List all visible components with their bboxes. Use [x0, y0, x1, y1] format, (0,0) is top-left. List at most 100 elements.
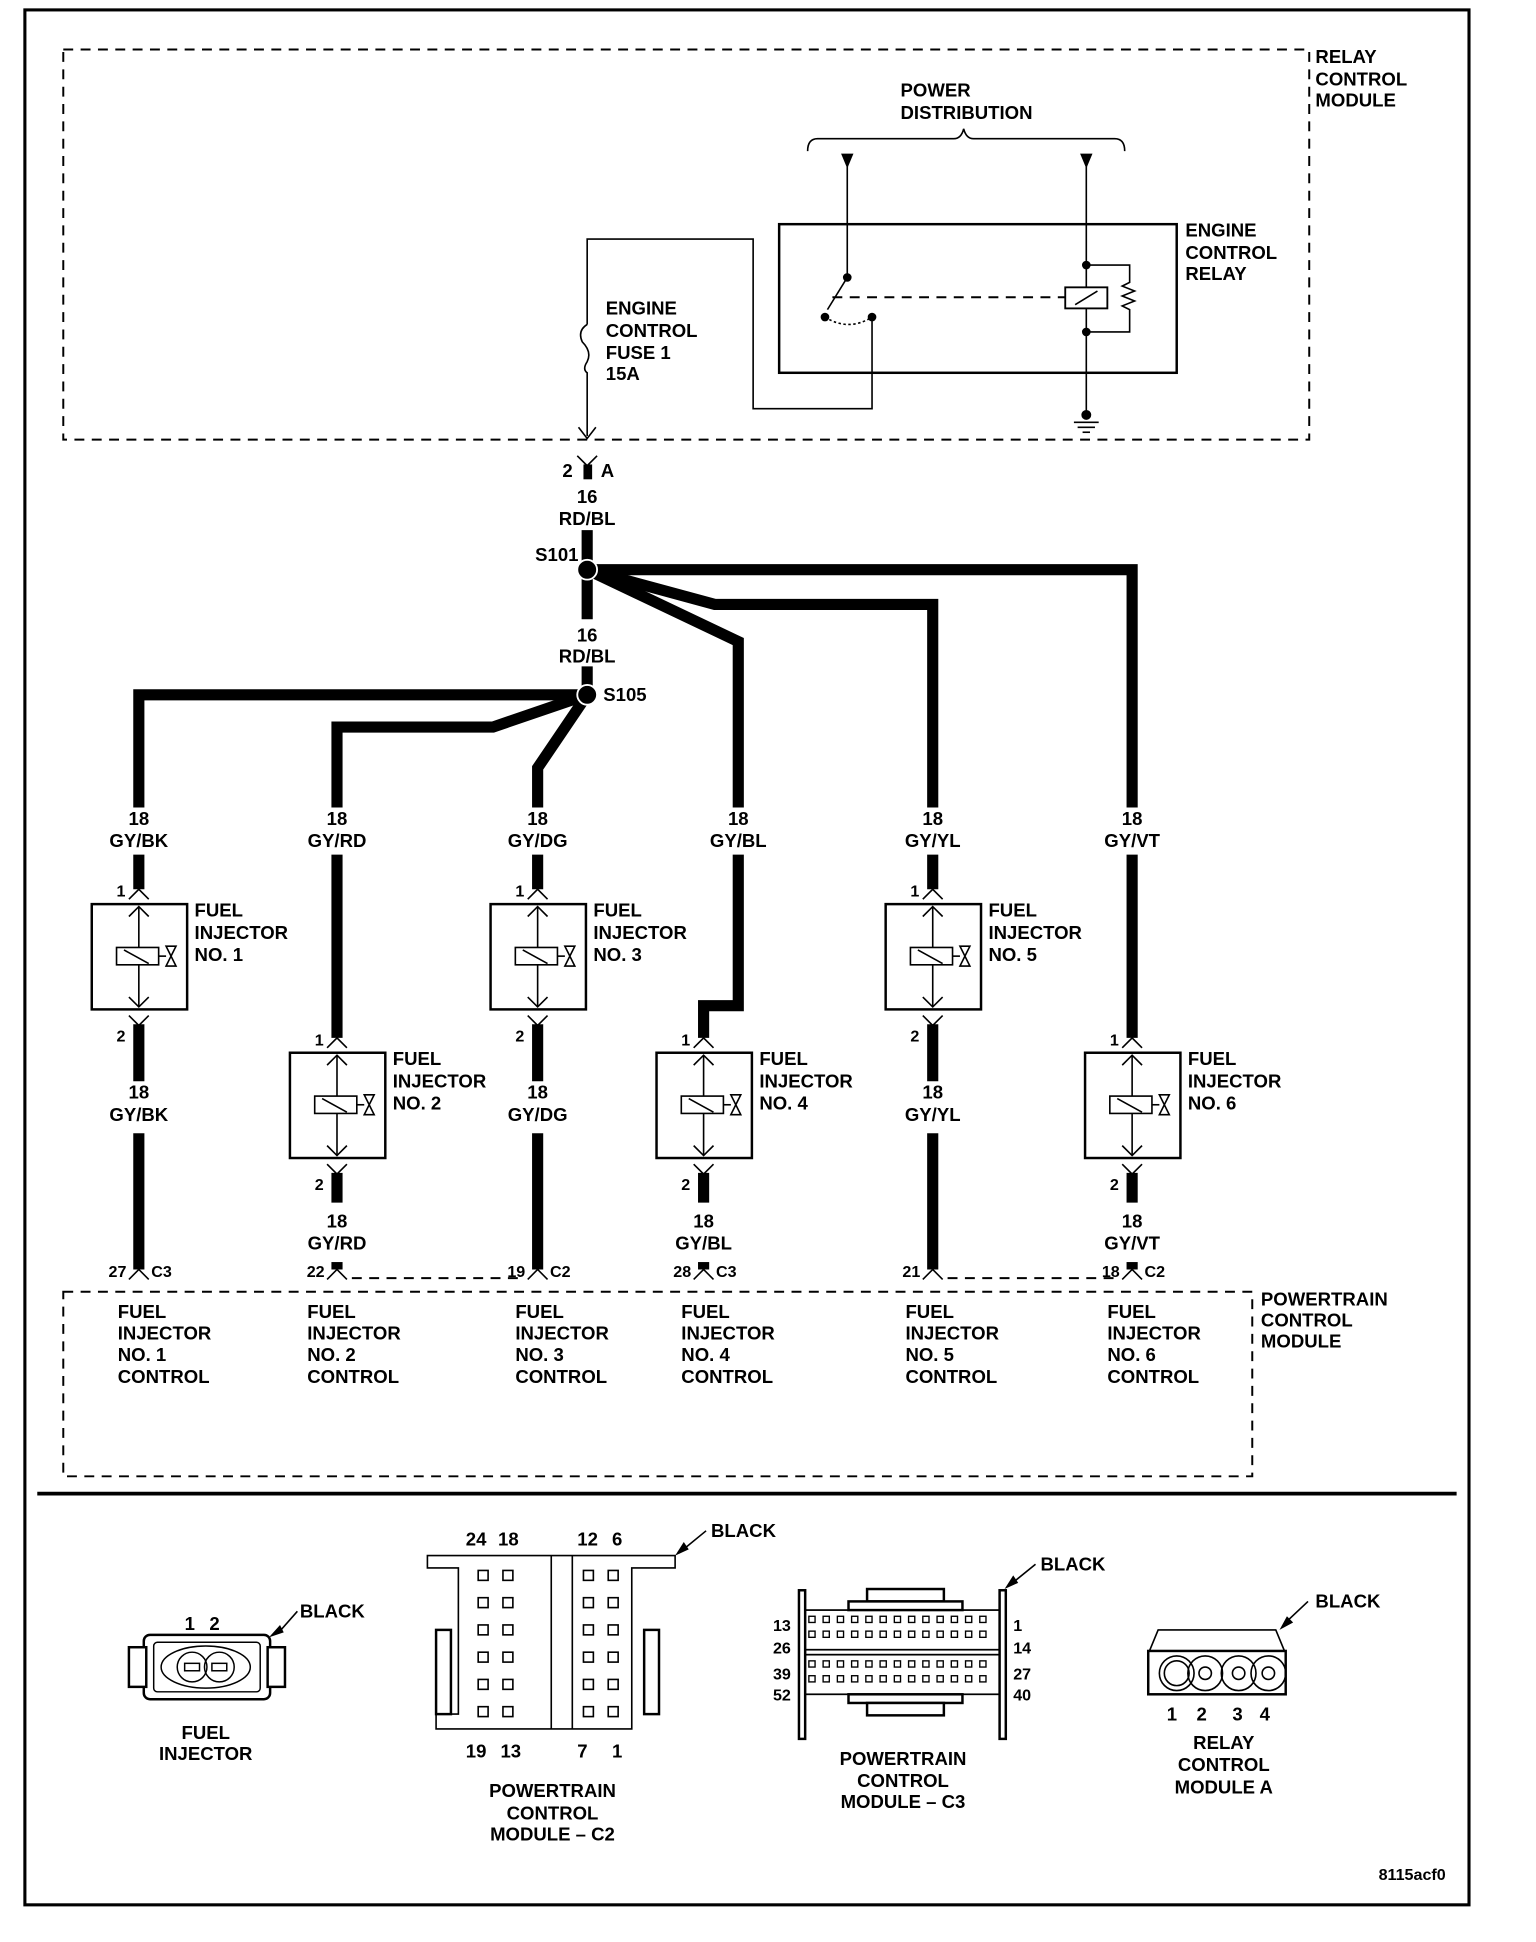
pcm-circuit-label: CONTROL [681, 1366, 773, 1387]
relay-resistor [1086, 264, 1137, 333]
cavity [907, 1660, 916, 1668]
ctrl-wire-gauge: 18 [527, 1082, 548, 1103]
svg-text:FUSE 1: FUSE 1 [606, 342, 671, 363]
pcm-circuit-label: INJECTOR [1107, 1322, 1201, 1343]
solenoid-icon [115, 946, 160, 966]
cavity [502, 1678, 514, 1691]
pcm-circuit-label: CONTROL [515, 1366, 607, 1387]
mid-wire-color: RD/BL [559, 646, 616, 667]
cavity [808, 1660, 816, 1668]
injector-label: FUEL [593, 900, 641, 921]
svg-text:14: 14 [1013, 1639, 1031, 1657]
svg-text:24: 24 [466, 1529, 487, 1550]
cavity [582, 1705, 595, 1718]
feed-wire-color: GY/YL [905, 830, 961, 851]
cavity [950, 1630, 959, 1639]
cavity [850, 1615, 859, 1624]
svg-text:MODULE: MODULE [1315, 90, 1395, 111]
pcm-circuit-label: CONTROL [1107, 1366, 1199, 1387]
svg-text:BLACK: BLACK [1040, 1553, 1106, 1574]
svg-text:BLACK: BLACK [1315, 1591, 1381, 1612]
cavity [502, 1624, 514, 1636]
ctrl-wire-gauge: 18 [922, 1082, 943, 1103]
cavity [850, 1660, 859, 1668]
power-distribution-brace [806, 128, 1126, 152]
main-connector-pin [576, 455, 598, 467]
cavity [822, 1675, 830, 1683]
svg-text:RELAY: RELAY [1185, 263, 1247, 284]
cavity [502, 1651, 514, 1663]
cavity [936, 1630, 944, 1639]
wire-s105-to-inj1 [133, 689, 588, 808]
svg-text:RELAY: RELAY [1193, 1732, 1255, 1753]
pin-out: 2 [315, 1176, 324, 1194]
cavity [582, 1569, 595, 1582]
cavity [893, 1630, 902, 1639]
injector-label: FUEL [988, 900, 1036, 921]
svg-text:POWERTRAIN: POWERTRAIN [489, 1780, 616, 1801]
pin-in: 1 [1110, 1031, 1119, 1049]
cavity [502, 1596, 514, 1609]
solenoid-icon [1109, 1095, 1153, 1115]
cavity [477, 1651, 489, 1663]
cavity [808, 1615, 816, 1624]
cavity [922, 1675, 930, 1683]
ctrl-wire-gauge: 18 [327, 1210, 348, 1231]
svg-text:6: 6 [612, 1529, 622, 1550]
cavity [879, 1630, 887, 1639]
svg-text:13: 13 [500, 1740, 521, 1761]
pcm-circuit-label: NO. 3 [515, 1344, 563, 1365]
pcm-circuit-label: NO. 6 [1107, 1344, 1155, 1365]
cavity [582, 1678, 595, 1691]
cavity [865, 1630, 873, 1639]
fuse-label: ENGINE CONTROL FUSE 1 15A [606, 298, 698, 385]
cavity [879, 1660, 887, 1668]
relay-switch-arm [826, 277, 848, 311]
pcm-circuit-label: FUEL [905, 1301, 953, 1322]
wire-s105-to-inj2 [331, 689, 589, 808]
cavity [836, 1660, 845, 1668]
cavity [607, 1624, 619, 1636]
cavity [922, 1660, 930, 1668]
valve-icon [958, 945, 972, 967]
pcm-circuit-label: INJECTOR [681, 1322, 775, 1343]
wire-s105-to-inj3 [532, 691, 592, 808]
engine-control-relay-box [777, 222, 1178, 375]
injector-label: NO. 5 [988, 944, 1036, 965]
cavity [907, 1615, 916, 1624]
cavity [964, 1615, 973, 1624]
injector-label: INJECTOR [195, 922, 289, 943]
pcm-connector: C3 [716, 1263, 737, 1281]
cavity [607, 1596, 619, 1609]
cavity [865, 1660, 873, 1668]
valve-icon [563, 945, 577, 967]
fuse-symbol [579, 323, 590, 436]
svg-text:39: 39 [773, 1665, 791, 1683]
pcm-boundary [62, 1290, 1254, 1478]
cavity [936, 1675, 944, 1683]
pcm-circuit-label: NO. 5 [905, 1344, 953, 1365]
svg-text:POWER: POWER [901, 80, 972, 101]
svg-text:BLACK: BLACK [300, 1601, 366, 1622]
pcm-circuit-label: INJECTOR [307, 1322, 401, 1343]
pcm-circuit-label: NO. 4 [681, 1344, 730, 1365]
svg-text:MODULE – C3: MODULE – C3 [841, 1791, 966, 1812]
relay-control-module-boundary [62, 48, 1311, 441]
feed-wire-color: GY/RD [308, 830, 367, 851]
figure-id: 8115acf0 [1379, 1866, 1446, 1884]
feed-wire-gauge: 18 [327, 808, 348, 829]
feed-wire-gauge: 18 [728, 808, 749, 829]
fuel-injector-connector-view: 1 2 BLACK FUEL INJECTOR [127, 1601, 366, 1764]
pcm-connector: C3 [151, 1263, 172, 1281]
svg-text:CONTROL: CONTROL [857, 1770, 949, 1791]
cavity [607, 1651, 619, 1663]
svg-text:DISTRIBUTION: DISTRIBUTION [901, 102, 1033, 123]
cavity [502, 1569, 514, 1582]
cavity [607, 1705, 619, 1718]
pin-in: 1 [515, 883, 524, 901]
wire-s101-to-inj6 [587, 564, 1138, 808]
cavity [477, 1705, 489, 1718]
fuse-circuit-wire [586, 238, 873, 410]
pin-in: 1 [681, 1031, 690, 1049]
